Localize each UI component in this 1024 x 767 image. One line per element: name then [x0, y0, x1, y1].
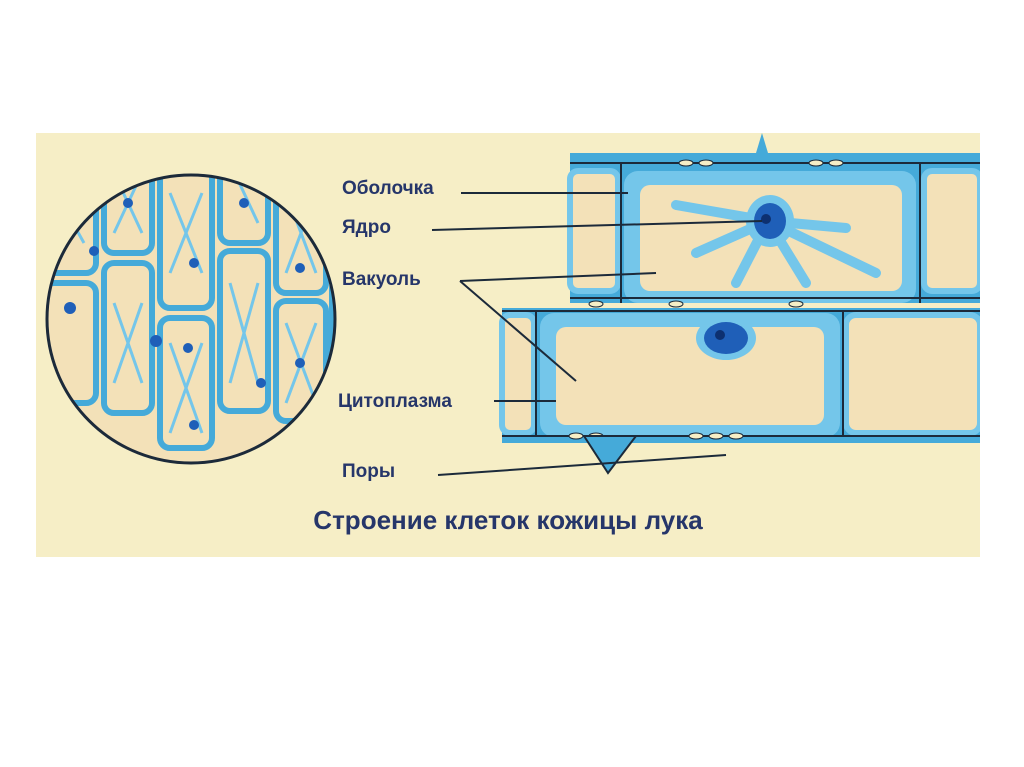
label-cytoplasm: Цитоплазма [338, 391, 452, 413]
label-membrane: Оболочка [342, 178, 434, 200]
label-nucleus: Ядро [342, 217, 391, 239]
label-vacuole: Вакуоль [342, 269, 421, 291]
diagram-panel: Оболочка Ядро Вакуоль Цитоплазма Поры Ст… [36, 133, 980, 557]
cell-detail [502, 133, 980, 473]
label-pores: Поры [342, 461, 395, 483]
onion-cells-diagram [36, 133, 980, 557]
diagram-title: Строение клеток кожицы лука [36, 505, 980, 535]
microscope-view [44, 143, 372, 463]
